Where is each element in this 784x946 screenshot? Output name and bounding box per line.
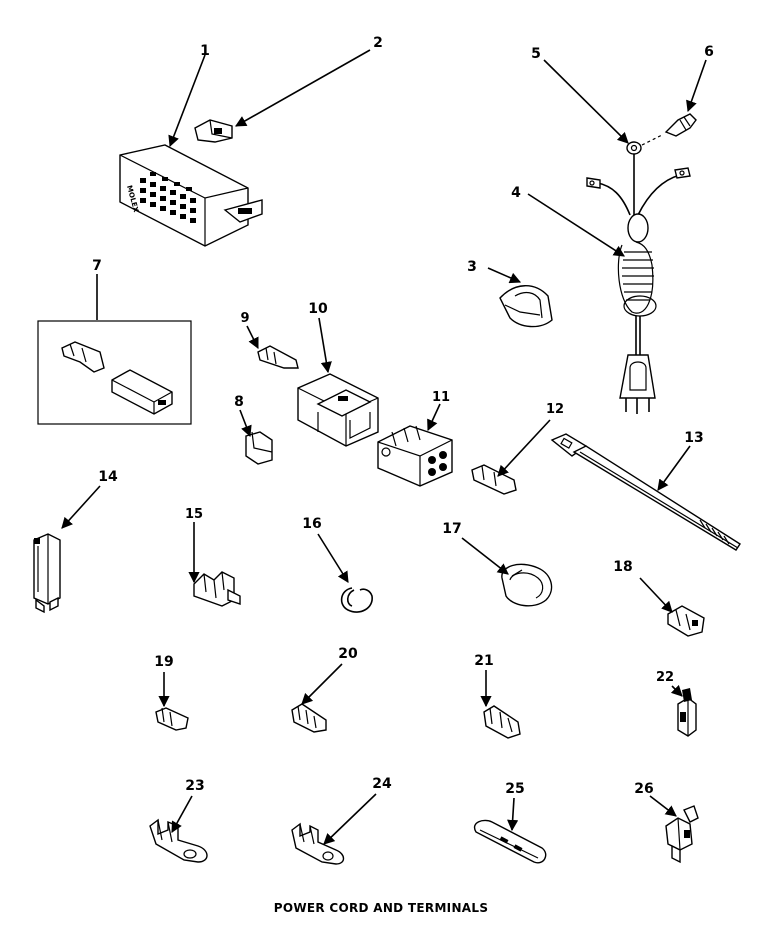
part-2-clip	[194, 119, 233, 143]
leader-13	[657, 445, 691, 491]
leader-3	[487, 267, 522, 284]
leader-18	[639, 577, 673, 613]
callout-20: 20	[338, 646, 358, 662]
diagram-caption: POWER CORD AND TERMINALS	[274, 901, 489, 915]
leader-4	[527, 193, 625, 257]
leader-24	[323, 793, 377, 845]
callout-2: 2	[373, 35, 383, 51]
callout-1: 1	[200, 43, 210, 59]
part-17-cable-clamp	[501, 563, 553, 607]
part-10-connector-housing	[297, 373, 379, 447]
housing-cells	[140, 172, 196, 223]
part-21-terminal	[483, 705, 521, 739]
part-7-kit-box	[37, 320, 192, 425]
part-9-terminal	[257, 345, 299, 369]
part-5-ring-terminal	[626, 141, 642, 155]
part-12-pin-terminal	[471, 464, 517, 495]
part-16-ring-clip	[340, 587, 373, 613]
part-23-ring-terminal	[149, 818, 208, 863]
leader-10	[318, 317, 332, 374]
part-13-cable-tie	[550, 433, 741, 551]
leader-17	[461, 537, 509, 575]
callout-7: 7	[92, 258, 102, 274]
callout-24: 24	[372, 776, 392, 792]
part-8-clip	[245, 431, 273, 465]
part-19-terminal	[155, 707, 189, 731]
callout-9: 9	[240, 311, 249, 326]
callout-21: 21	[474, 653, 493, 669]
part-3-clip	[499, 285, 553, 328]
part-20-terminal	[291, 703, 327, 733]
callout-5: 5	[531, 46, 541, 62]
leader-20	[301, 663, 343, 705]
callout-11: 11	[432, 390, 450, 405]
leader-9	[246, 325, 259, 350]
part-1-molex-housing: MOLEX	[119, 144, 263, 247]
callout-17: 17	[442, 521, 461, 537]
callout-14: 14	[98, 469, 118, 485]
callout-6: 6	[704, 44, 714, 60]
callout-26: 26	[634, 781, 653, 797]
callout-4: 4	[511, 185, 521, 201]
callout-23: 23	[185, 778, 204, 794]
part-14-bracket	[33, 533, 61, 614]
leader-5	[543, 59, 629, 144]
callout-25: 25	[505, 781, 524, 797]
callout-18: 18	[613, 559, 632, 575]
callout-numbers: 1 2 3 4 5 6 7 8 9 10 11 12 13 14 15 16 1…	[92, 35, 714, 797]
callout-13: 13	[684, 430, 703, 446]
callout-15: 15	[185, 507, 203, 522]
callout-3: 3	[467, 259, 477, 275]
callout-12: 12	[546, 402, 564, 417]
leader-lines	[61, 49, 707, 845]
callout-22: 22	[656, 670, 674, 685]
part-25-sleeve	[473, 819, 547, 864]
leader-14	[61, 485, 101, 529]
part-4-power-cord	[586, 134, 691, 414]
part-11-connector-housing	[377, 425, 453, 487]
leader-6	[686, 59, 707, 113]
callout-16: 16	[302, 516, 321, 532]
part-15-clip-bracket	[193, 571, 241, 607]
leader-26	[649, 795, 677, 817]
leader-16	[317, 533, 349, 583]
callout-19: 19	[154, 654, 173, 670]
leader-2	[235, 49, 371, 127]
leader-8	[239, 409, 252, 438]
callout-8: 8	[234, 394, 244, 410]
callout-10: 10	[308, 301, 328, 317]
part-18-terminal	[667, 605, 705, 637]
leader-25	[507, 797, 519, 832]
part-26-terminal	[665, 805, 699, 864]
leader-23	[171, 795, 193, 833]
part-24-ring-terminal	[291, 822, 345, 865]
leader-22	[670, 684, 683, 697]
part-6-wire-nut	[664, 113, 697, 137]
part-22-terminal	[677, 688, 697, 737]
leader-11	[427, 403, 441, 432]
leader-12	[497, 419, 551, 477]
leader-1	[168, 54, 206, 148]
